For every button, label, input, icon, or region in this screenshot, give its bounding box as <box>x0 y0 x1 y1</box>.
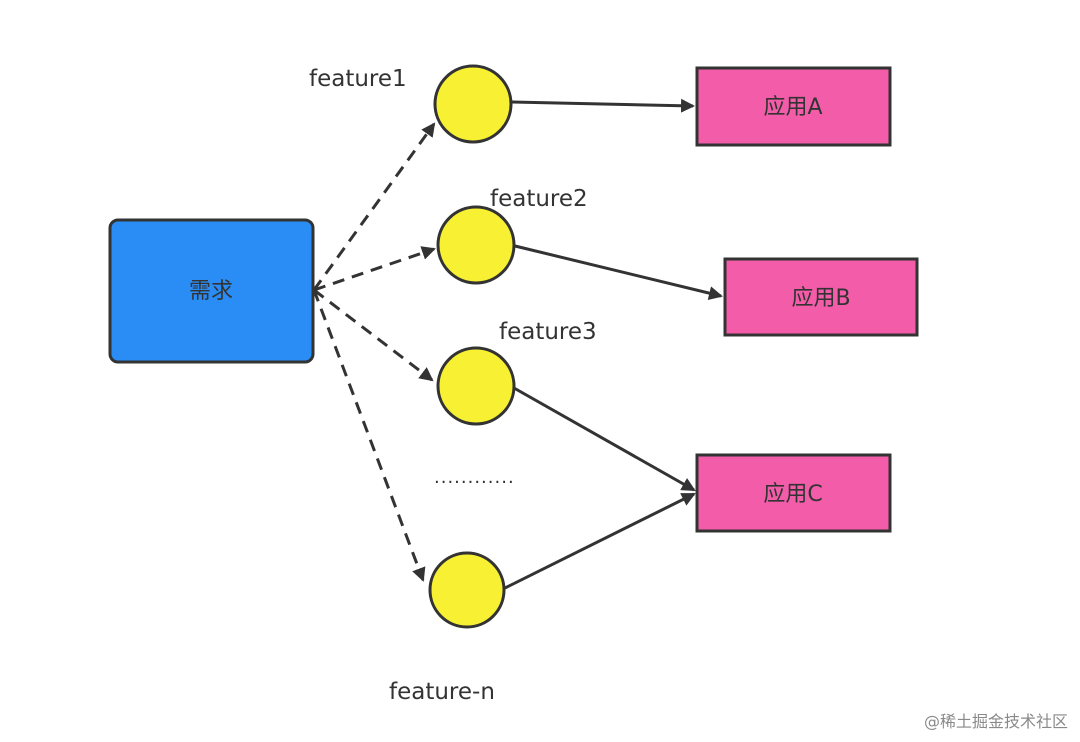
feature-label-2: feature2 <box>490 186 588 212</box>
edge-feature-n-to-app-c <box>504 492 696 590</box>
feature-node-3 <box>436 346 516 426</box>
edge-feature2-to-app-b <box>514 244 723 300</box>
watermark-text: @稀土掘金技术社区 <box>923 712 1068 731</box>
feature-label-3: feature3 <box>499 319 597 345</box>
feature-label-1: feature1 <box>309 66 407 92</box>
feature-label-n: feature-n <box>389 679 495 705</box>
edge-feature3-to-app-c <box>513 386 696 492</box>
feature-node-2 <box>436 205 516 285</box>
need-node: 需求 <box>108 218 315 364</box>
ellipsis-mark: ............ <box>434 467 515 488</box>
app-a-label: 应用A <box>763 95 822 120</box>
edge-need-to-feature3 <box>313 288 434 382</box>
feature-node-1 <box>433 64 513 144</box>
edge-need-to-feature2 <box>313 246 436 292</box>
edge-need-to-feature-n <box>312 289 426 582</box>
feature-node-n <box>428 551 506 629</box>
app-b-label: 应用B <box>791 286 850 311</box>
app-c-label: 应用C <box>763 482 822 507</box>
app-node-a: 应用A <box>695 66 892 147</box>
app-node-b: 应用B <box>723 257 919 337</box>
edge-need-to-feature1 <box>312 122 436 291</box>
app-node-c: 应用C <box>695 453 892 533</box>
need-node-label: 需求 <box>189 279 233 304</box>
edge-feature1-to-app-a <box>511 98 695 113</box>
